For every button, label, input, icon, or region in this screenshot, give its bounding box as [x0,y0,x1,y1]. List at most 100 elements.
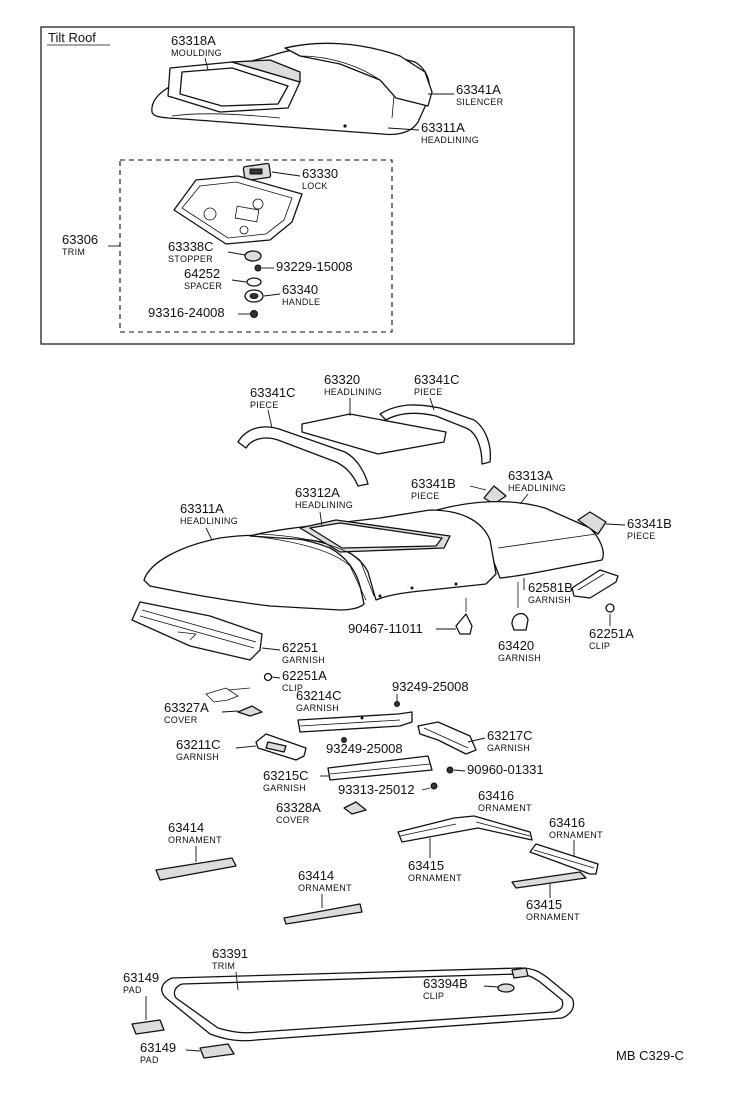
pad-63149-b-part [199,1043,235,1059]
label-63320-name: HEADLINING [324,387,382,397]
label-63394B-name: CLIP [423,991,444,1001]
label-63318A-name: MOULDING [171,48,222,58]
label-63420-number: 63420 [498,638,534,653]
ornament-63416-b-part [529,843,599,875]
tilt-roof-title: Tilt Roof [48,30,96,45]
label-93313-number: 93313-25012 [338,782,415,797]
screw-93316-part [250,310,258,318]
label-63149-b-name: PAD [140,1055,159,1065]
garnish-63215C-part [327,755,433,781]
label-63320-number: 63320 [324,372,360,387]
label-93316-number: 93316-24008 [148,305,225,320]
label-63415-b-name: ORNAMENT [526,912,580,922]
label-63149-a-number: 63149 [123,970,159,985]
garnish-63217C-part [417,721,477,755]
screw-90960-part [446,766,454,774]
label-63338C-number: 63338C [168,239,214,254]
spacer-part [246,277,262,287]
label-63415-a-number: 63415 [408,858,444,873]
clip-63394B-part [497,983,515,993]
label-63416-b-number: 63416 [549,815,585,830]
label-63416-a-number: 63416 [478,788,514,803]
label-63416-b-name: ORNAMENT [549,830,603,840]
label-63338C-name: STOPPER [168,254,213,264]
label-63327A-name: COVER [164,715,198,725]
tilt-roof-moulding-part [167,59,301,113]
label-63341B-center-name: PIECE [411,491,440,501]
label-63214C-number: 63214C [296,688,342,703]
garnish-63214C-part [297,711,413,733]
label-62581B-name: GARNISH [528,595,571,605]
label-93229-number: 93229-15008 [276,259,353,274]
label-63149-b-number: 63149 [140,1040,176,1055]
label-63341C-left-name: PIECE [250,400,279,410]
garnish-62581B-part [571,569,619,599]
label-63327A-number: 63327A [164,700,209,715]
label-63306-name: TRIM [62,247,85,257]
label-63318A-number: 63318A [171,33,216,48]
label-63341A-number: 63341A [456,82,501,97]
ornament-63414-a-part [155,857,237,881]
headlining-63312A-part [249,509,497,601]
screw-93313-part [430,782,438,790]
label-63415-b-number: 63415 [526,897,562,912]
label-63312A-number: 63312A [295,485,340,500]
label-63414-a-number: 63414 [168,820,204,835]
label-63414-a-name: ORNAMENT [168,835,222,845]
label-62251A-right-number: 62251A [589,626,634,641]
label-63415-a-name: ORNAMENT [408,873,462,883]
label-63217C-name: GARNISH [487,743,530,753]
label-93249-a-number: 93249-25008 [392,679,469,694]
label-62251A-right-name: CLIP [589,641,610,651]
label-63341A-name: SILENCER [456,97,504,107]
tilt-roof-frame [40,26,575,345]
label-63416-a-name: ORNAMENT [478,803,532,813]
cover-63328A-part [343,801,367,815]
label-63414-b-number: 63414 [298,868,334,883]
garnish-63420-part [511,582,529,631]
label-63211C-number: 63211C [176,737,221,752]
label-63330-number: 63330 [302,166,338,181]
label-63313A-number: 63313A [508,468,553,483]
screw-93249-b-part [341,737,347,743]
garnish-63211C-part [255,733,307,761]
ornament-63415-b-part [511,871,587,889]
label-63313A-name: HEADLINING [508,483,566,493]
label-90960-number: 90960-01331 [467,762,544,777]
label-63306-number: 63306 [62,232,98,247]
label-63414-b-name: ORNAMENT [298,883,352,893]
stopper-part [244,250,262,262]
label-63330-name: LOCK [302,181,328,191]
label-63394B-number: 63394B [423,976,468,991]
label-62251-number: 62251 [282,640,318,655]
label-63217C-number: 63217C [487,728,533,743]
label-63341B-right-number: 63341B [627,516,672,531]
ornament-63414-b-part [283,903,363,925]
label-63341B-right-name: PIECE [627,531,656,541]
piece-63341C-right-part [379,404,492,465]
label-63391-number: 63391 [212,946,248,961]
label-63215C-number: 63215C [263,768,309,783]
label-63340-number: 63340 [282,282,318,297]
screw-93229-part [254,264,262,272]
label-64252-number: 64252 [184,266,220,281]
label-90467-number: 90467-11011 [348,621,423,636]
label-63149-a-name: PAD [123,985,142,995]
label-63420-name: GARNISH [498,653,541,663]
label-63328A-number: 63328A [276,800,321,815]
label-63341B-center-number: 63341B [411,476,456,491]
label-63328A-name: COVER [276,815,310,825]
trim-panel-part [173,175,303,245]
screw-93249-a-part [394,701,400,707]
diagram-code: MB C329-C [616,1048,684,1063]
clip-90467-part [455,598,473,635]
label-63311A-name: HEADLINING [180,516,238,526]
label-63391-name: TRIM [212,961,235,971]
label-63211C-name: GARNISH [176,752,219,762]
ornament-63416-a-part [397,815,533,843]
clip-62251A-right-part [605,603,615,613]
clip-62251A-center-part [263,672,273,682]
lock-part [242,162,272,182]
label-63215C-name: GARNISH [263,783,306,793]
